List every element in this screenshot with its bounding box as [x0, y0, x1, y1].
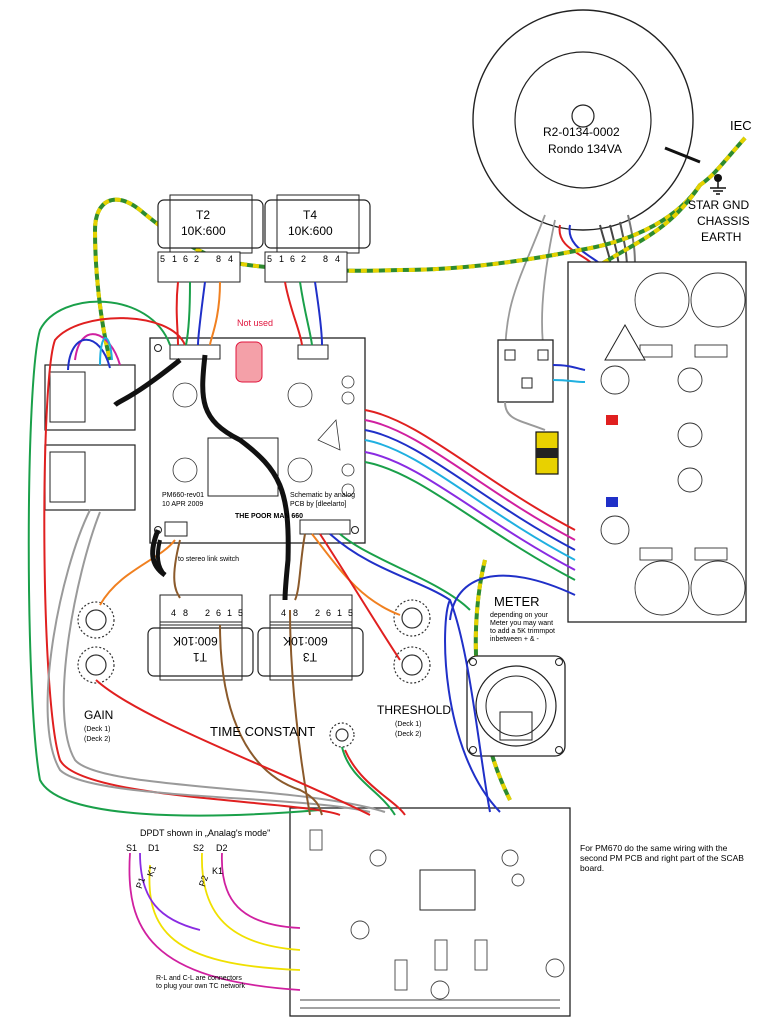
t3-pin: 5	[348, 608, 354, 618]
t2-pin: 4	[228, 254, 234, 264]
pcb-credit-line2: PCB by [dleelarto]	[290, 501, 347, 508]
chassis-label: CHASSIS	[697, 214, 750, 228]
iec-label: IEC	[730, 118, 752, 133]
t2-pin: 6	[183, 254, 189, 264]
connectors-note: R-L and C-L are connectors to plug your …	[156, 975, 245, 991]
t4-pin: 6	[290, 254, 296, 264]
t3-pin: 8	[293, 608, 299, 618]
toroidal-transformer	[472, 9, 701, 361]
t1-pin: 5	[238, 608, 244, 618]
t4-pin: 4	[335, 254, 341, 264]
dpdt-pin-d1: D1	[148, 843, 160, 853]
gain-switches	[77, 601, 115, 684]
dpdt-pin-s2: S2	[193, 843, 205, 853]
t2-pin: 2	[194, 254, 200, 264]
iec-inlet	[497, 339, 554, 403]
pcb-title: THE POOR MAN 660	[235, 513, 304, 520]
time-constant-label: TIME CONSTANT	[210, 724, 316, 739]
gain-label: GAIN	[84, 708, 114, 722]
threshold-switches	[393, 599, 431, 684]
earth-label: EARTH	[701, 230, 742, 244]
t2-pin: 1	[172, 254, 178, 264]
stereo-link-note: to stereo link switch	[178, 556, 240, 563]
pcb-rev-line1: PM660-rev01	[162, 492, 205, 499]
transformer-t1	[147, 594, 254, 681]
t1-pin: 2	[205, 608, 211, 618]
t3-pin: 4	[281, 608, 287, 618]
transformer-t2	[157, 194, 264, 283]
shielded-cable	[113, 354, 291, 601]
not-used-label: Not used	[237, 318, 274, 328]
t3-ratio: 600:10K	[283, 634, 328, 648]
pm670-note: For PM670 do the same wiring with the se…	[580, 843, 744, 873]
pcb-credit-line1: Schematic by analog	[290, 492, 355, 499]
fuse	[535, 431, 559, 475]
transformer-t4	[264, 194, 371, 283]
t4-ratio: 10K:600	[288, 224, 333, 238]
t3-pin: 6	[326, 608, 332, 618]
star-gnd-label: STAR GND	[688, 198, 750, 212]
toroid-part-label: R2-0134-0002	[543, 125, 620, 139]
t1-pin: 1	[227, 608, 233, 618]
t2-pin: 8	[216, 254, 222, 264]
t1-pin: 6	[216, 608, 222, 618]
meter-note: depending on your Meter you may want to …	[490, 612, 555, 644]
t1-name: T1	[193, 650, 208, 664]
dpdt-leads	[128, 852, 301, 991]
dpdt-note: DPDT shown in „Analag's mode"	[140, 828, 271, 838]
time-constant-pot	[329, 722, 355, 748]
signal-wires	[27, 281, 576, 817]
t4-name: T4	[303, 208, 318, 222]
t4-pin: 8	[323, 254, 329, 264]
t2-ratio: 10K:600	[181, 224, 226, 238]
scab-board	[289, 807, 571, 1017]
meter-label: METER	[494, 594, 540, 609]
t4-pin: 2	[301, 254, 307, 264]
vu-meter	[466, 655, 566, 757]
dpdt-pin-d2: D2	[216, 843, 228, 853]
xlr-jacks	[44, 364, 136, 511]
threshold-deck2-label: (Deck 2)	[395, 731, 422, 738]
threshold-deck1-label: (Deck 1)	[395, 721, 422, 728]
t4-pin: 1	[279, 254, 285, 264]
toroid-name-label: Rondo 134VA	[548, 142, 622, 156]
t3-pin: 2	[315, 608, 321, 618]
pcb-rev-line2: 10 APR 2009	[162, 501, 204, 508]
t1-ratio: 600:10K	[173, 634, 218, 648]
gain-deck1-label: (Deck 1)	[84, 726, 111, 733]
main-pcb	[149, 337, 366, 544]
t3-pin: 1	[337, 608, 343, 618]
t4-pin: 5	[267, 254, 273, 264]
power-supply-board	[567, 261, 747, 623]
t1-pin: 8	[183, 608, 189, 618]
gain-deck2-label: (Deck 2)	[84, 736, 111, 743]
t3-name: T3	[303, 650, 318, 664]
t1-pin: 4	[171, 608, 177, 618]
threshold-label: THRESHOLD	[377, 703, 452, 717]
t2-pin: 5	[160, 254, 166, 264]
dpdt-pin-s1: S1	[126, 843, 138, 853]
dpdt-pin-k1b: K1	[212, 866, 224, 876]
t2-name: T2	[196, 208, 211, 222]
power-leads	[504, 364, 586, 431]
